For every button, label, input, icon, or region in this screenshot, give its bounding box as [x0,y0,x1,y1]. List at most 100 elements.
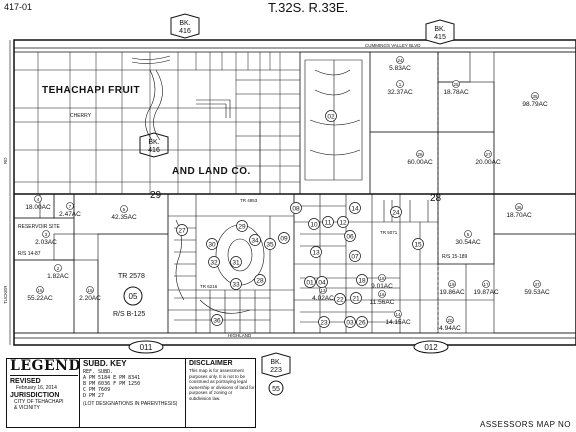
parcel-number-circle[interactable] [86,286,94,294]
parcel-number: 5 [123,207,126,212]
book-ref-top-right[interactable]: BK. 415 [425,19,455,45]
tract-6216-label: TR 6216 [200,284,218,289]
block-number-circle[interactable] [344,230,356,242]
parcel-number: 25 [453,82,459,87]
block-number-circle[interactable] [325,110,337,122]
parcel-number-circle[interactable] [464,230,472,238]
parcel-number-circle[interactable] [515,203,523,211]
block-number-circle[interactable] [264,238,276,250]
legend-title: LEGEND [10,358,82,374]
jurisdiction-value-2: & VICINITY [14,405,40,411]
block-number-circle[interactable] [249,234,261,246]
svg-text:55: 55 [272,386,280,393]
parcel-number-circle[interactable] [446,316,454,324]
parcel-number-circle[interactable] [36,286,44,294]
road-number-011[interactable]: 011 [128,340,164,354]
block-number-circle[interactable] [254,274,266,286]
block-number-circle[interactable] [208,256,220,268]
parcel-05-circle[interactable] [123,286,143,306]
block-number: 28 [256,278,264,285]
block-number-circle[interactable] [304,276,316,288]
road-number-012[interactable]: 012 [413,340,449,354]
parcel-number: 1 [399,82,402,87]
block-number-circle[interactable] [412,238,424,250]
block-number-circle[interactable] [290,202,302,214]
parcel-acreage: 20.00AC [475,159,501,166]
parcel-number-circle[interactable] [378,274,386,282]
block-number-circle[interactable] [356,274,368,286]
parcel-number-circle[interactable] [120,205,128,213]
block-number-circle[interactable] [322,216,334,228]
block-number: 01 [306,280,314,287]
block-number-circle[interactable] [310,246,322,258]
block-number-circle[interactable] [316,276,328,288]
parcel-number: 20 [447,318,453,323]
parcel-number: 7 [69,204,72,209]
book-ref-top-left[interactable]: BK. 416 [170,13,200,39]
east-subdivision-streets [293,193,494,334]
tract-4853-label: TR 4853 [240,198,258,203]
svg-text:BK.: BK. [434,26,445,33]
parcel-number-circle[interactable] [394,310,402,318]
parcel-number-circle[interactable] [452,80,460,88]
block-number-circle[interactable] [176,224,188,236]
block-number-circle[interactable] [390,206,402,218]
block-number-circle[interactable] [230,278,242,290]
reservoir-site-label: RESERVOIR SITE [18,224,61,230]
parcel-acreage: 14.15AC [385,319,411,326]
block-number-circle[interactable] [206,238,218,250]
parcel-acreage: 32.37AC [387,89,413,96]
revised-label: REVISED [10,378,41,385]
block-number-circle[interactable] [334,293,346,305]
block-number-circle[interactable] [349,202,361,214]
parcel-number-circle[interactable] [66,202,74,210]
upper-left-curved-roads [131,55,231,141]
parcel-number: 19 [449,282,455,287]
parcel-number-circle[interactable] [396,80,404,88]
parcel-number-circle[interactable] [54,264,62,272]
block-number: 32 [210,260,218,267]
parcel-acreage: 4.94AC [439,325,461,332]
parcel-number-circle[interactable] [448,280,456,288]
subd-key-row-1: A PM 5184 E PM 8341 [83,375,141,381]
block-number-circle[interactable] [344,316,356,328]
parcel-number: 16 [87,288,93,293]
block-number-circle[interactable] [278,232,290,244]
block-number-circle[interactable] [308,218,320,230]
cummings-valley-road: CUMMINGS VALLEY BLVD [14,43,576,53]
parcel-acreage: 19.86AC [439,289,465,296]
block-number-circle[interactable] [236,220,248,232]
svg-text:415: 415 [434,34,446,41]
rd-road-label: RD [3,157,8,164]
block-number-circle[interactable] [349,250,361,262]
parcel-number-circle[interactable] [396,56,404,64]
parcel-acreage: 98.79AC [522,101,548,108]
parcel-number-circle[interactable] [533,280,541,288]
block-number-circle[interactable] [337,216,349,228]
parcel-number-circle[interactable] [482,280,490,288]
svg-text:223: 223 [270,367,282,374]
svg-text:012: 012 [424,343,438,352]
parcel-number: 05 [129,292,138,301]
subd-key-header: REF. SUBD. [83,369,114,375]
parcel-number-circle[interactable] [34,195,42,203]
parcel-number-circle[interactable] [378,290,386,298]
parcel-number-circle[interactable] [531,92,539,100]
tehachapi-fruit-label: TEHACHAPI FRUIT [42,85,140,96]
parcel-number-circle[interactable] [484,150,492,158]
book-ref-bottom[interactable]: BK. 223 [261,352,291,378]
parcel-number-circle[interactable] [42,230,50,238]
block-number-circle[interactable] [350,292,362,304]
parcel-number: 13 [320,288,326,293]
parcel-number-circle[interactable] [416,150,424,158]
parcel-number: 24 [397,58,403,63]
block-number-circle[interactable] [318,316,330,328]
block-number-circle[interactable] [211,314,223,326]
cherry-label: CHERRY [70,113,92,119]
book-ref-mid-left[interactable]: BK. 416 [139,132,169,158]
block-55-circle[interactable]: 55 [268,380,284,396]
block-number-circle[interactable] [230,256,242,268]
block-number-circle[interactable] [356,316,368,328]
revised-date: February 16, 2014 [16,385,57,391]
tr-2578-label: TR 2578 [118,273,145,280]
